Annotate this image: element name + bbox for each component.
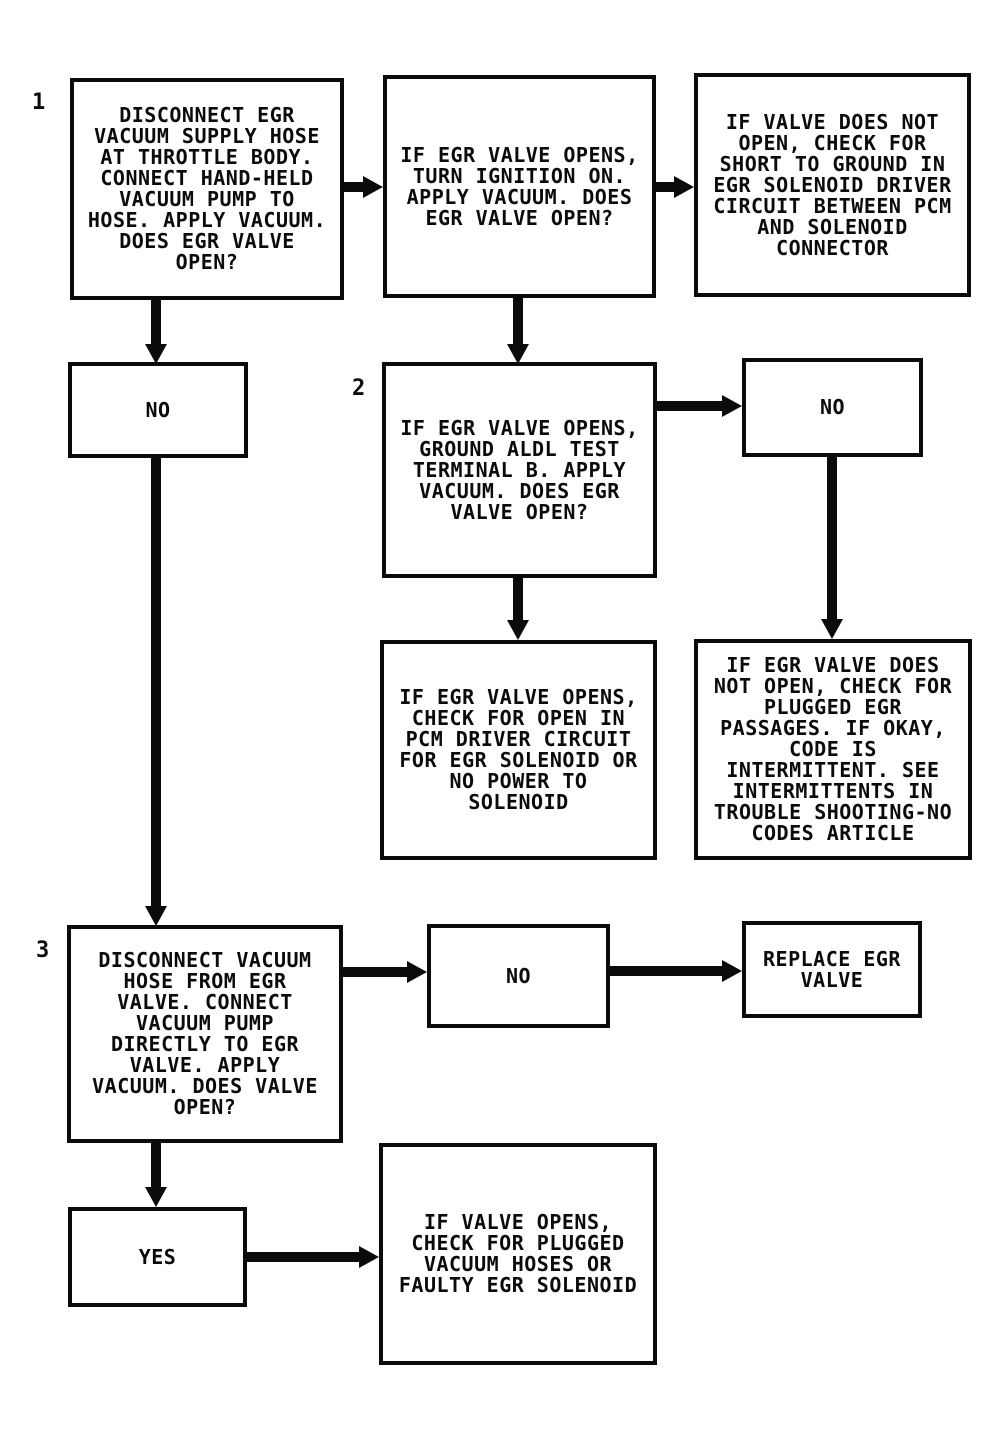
node-step3-text: DISCONNECT VACUUM HOSE FROM EGR VALVE. C… — [92, 948, 318, 1119]
arrow-line — [513, 576, 523, 622]
node-check-plugged-egr-passages: IF EGR VALVE DOES NOT OPEN, CHECK FOR PL… — [694, 639, 972, 860]
node-no-2-text: NO — [819, 395, 846, 419]
arrow-line — [656, 182, 676, 192]
step-number-2: 2 — [352, 376, 366, 401]
node-ignition-on-check: IF EGR VALVE OPENS, TURN IGNITION ON. AP… — [383, 75, 656, 298]
node-check-short-to-ground: IF VALVE DOES NOT OPEN, CHECK FOR SHORT … — [694, 73, 971, 297]
arrow-line — [513, 296, 523, 346]
node-check-open-in-pcm-circuit-text: IF EGR VALVE OPENS, CHECK FOR OPEN IN PC… — [399, 685, 638, 814]
arrowhead-right-icon — [722, 960, 742, 982]
arrowhead-down-icon — [507, 620, 529, 640]
arrowhead-right-icon — [359, 1246, 379, 1268]
arrow-line — [655, 401, 723, 411]
node-ignition-on-check-text: IF EGR VALVE OPENS, TURN IGNITION ON. AP… — [400, 142, 639, 230]
arrowhead-down-icon — [145, 1187, 167, 1207]
node-step3-vacuum-pump-direct: DISCONNECT VACUUM HOSE FROM EGR VALVE. C… — [67, 925, 343, 1143]
node-yes-1-text: YES — [138, 1244, 177, 1269]
node-check-open-in-pcm-circuit: IF EGR VALVE OPENS, CHECK FOR OPEN IN PC… — [380, 640, 657, 860]
arrowhead-down-icon — [821, 619, 843, 639]
arrowhead-down-icon — [145, 344, 167, 364]
node-check-plugged-egr-passages-text: IF EGR VALVE DOES NOT OPEN, CHECK FOR PL… — [713, 653, 953, 845]
arrow-line — [344, 182, 366, 192]
step-number-3: 3 — [36, 938, 50, 963]
arrow-line — [608, 966, 723, 976]
arrow-line — [151, 1141, 161, 1189]
node-yes-1: YES — [68, 1207, 247, 1307]
arrow-line — [245, 1252, 360, 1262]
arrowhead-right-icon — [407, 961, 427, 983]
node-check-plugged-vacuum-hoses: IF VALVE OPENS, CHECK FOR PLUGGED VACUUM… — [379, 1143, 657, 1365]
node-step2-text: IF EGR VALVE OPENS, GROUND ALDL TEST TER… — [400, 415, 639, 524]
arrow-line — [151, 456, 161, 908]
node-replace-egr-valve-text: REPLACE EGR VALVE — [763, 946, 901, 992]
node-no-1: NO — [68, 362, 248, 458]
node-no-1-text: NO — [145, 397, 171, 422]
step-number-1: 1 — [32, 90, 46, 115]
node-no-3: NO — [427, 924, 610, 1028]
node-check-short-to-ground-text: IF VALVE DOES NOT OPEN, CHECK FOR SHORT … — [713, 109, 952, 260]
arrow-line — [151, 298, 161, 346]
node-replace-egr-valve: REPLACE EGR VALVE — [742, 921, 922, 1018]
node-check-plugged-vacuum-hoses-text: IF VALVE OPENS, CHECK FOR PLUGGED VACUUM… — [398, 1210, 638, 1297]
arrowhead-down-icon — [145, 906, 167, 926]
node-no-2: NO — [742, 358, 923, 457]
node-step1-disconnect-egr-hose: DISCONNECT EGR VACUUM SUPPLY HOSE AT THR… — [70, 78, 344, 300]
arrowhead-right-icon — [363, 176, 383, 198]
arrowhead-right-icon — [722, 395, 742, 417]
arrowhead-right-icon — [674, 176, 694, 198]
arrowhead-down-icon — [507, 344, 529, 364]
node-no-3-text: NO — [505, 963, 532, 988]
arrow-line — [341, 967, 408, 977]
node-step1-text: DISCONNECT EGR VACUUM SUPPLY HOSE AT THR… — [87, 103, 327, 274]
arrow-line — [827, 455, 837, 621]
node-step2-ground-aldl: IF EGR VALVE OPENS, GROUND ALDL TEST TER… — [382, 362, 657, 578]
